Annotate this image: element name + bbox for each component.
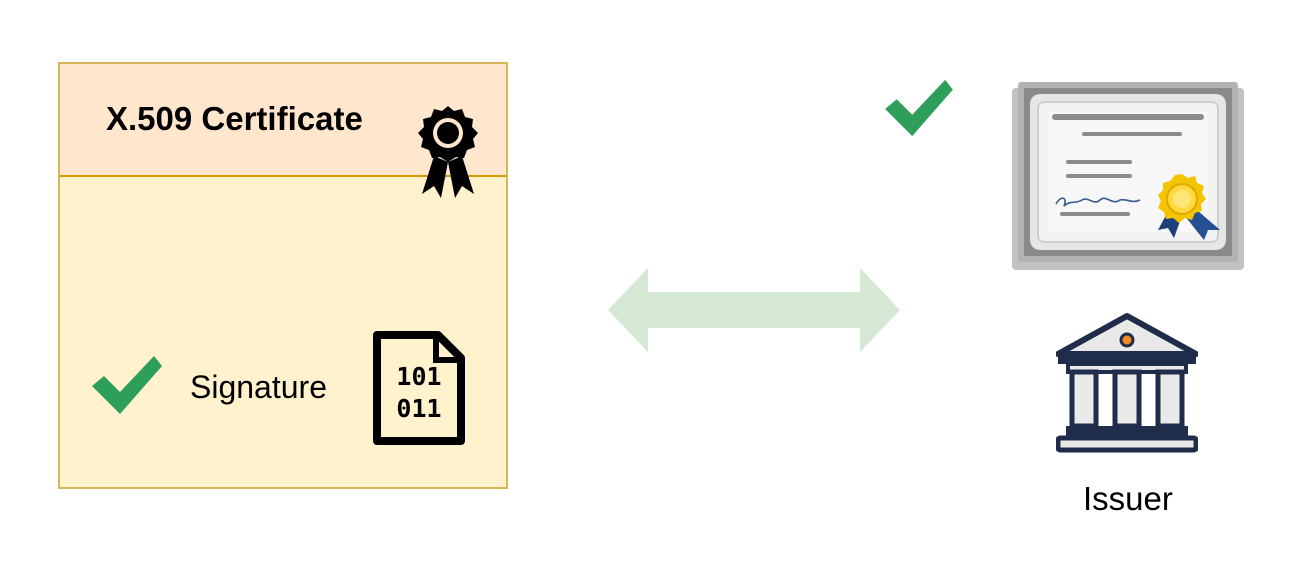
double-arrow-icon [608, 268, 900, 352]
certificate-header: X.509 Certificate [60, 64, 506, 198]
certificate-box: X.509 Certificate Signature 101 011 [58, 62, 508, 489]
binary-line-1: 101 [396, 362, 441, 391]
award-ribbon-icon [418, 106, 478, 198]
issuer-checkmark-icon [885, 79, 953, 137]
bank-building-icon [1056, 313, 1198, 453]
binary-file-icon: 101 011 [373, 331, 465, 445]
signature-checkmark-icon [92, 356, 162, 414]
signature-label: Signature [190, 369, 327, 405]
issuer-label: Issuer [1083, 480, 1173, 517]
certificate-document-icon [1012, 82, 1244, 270]
certificate-title: X.509 Certificate [106, 100, 363, 137]
binary-line-2: 011 [396, 394, 441, 423]
